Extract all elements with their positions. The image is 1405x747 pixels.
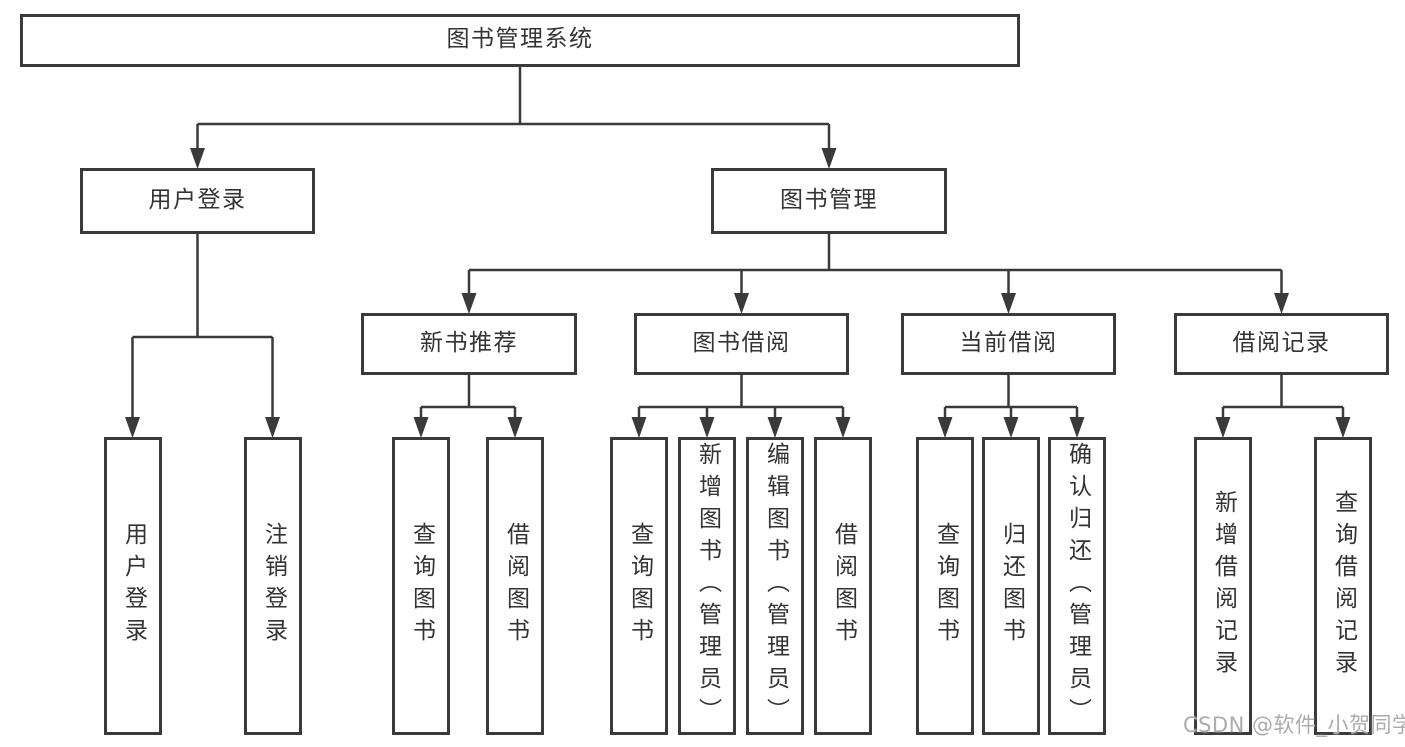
leaf-query-books-recommend: 查询图书 — [392, 437, 450, 735]
leaf-query-books-borrowing: 查询图书 — [610, 437, 668, 735]
node-book-management: 图书管理 — [711, 168, 947, 234]
node-current-borrowing: 当前借阅 — [901, 313, 1116, 375]
node-book-borrowing: 图书借阅 — [634, 313, 849, 375]
leaf-logout: 注销登录 — [244, 437, 302, 735]
node-root-system: 图书管理系统 — [20, 14, 1020, 67]
leaf-return-book: 归还图书 — [982, 437, 1040, 735]
csdn-watermark: CSDN @软件_小贺同学 — [1183, 713, 1405, 737]
node-user-login: 用户登录 — [80, 168, 315, 234]
node-new-book-recommend: 新书推荐 — [361, 313, 577, 375]
node-borrowing-records: 借阅记录 — [1174, 313, 1389, 375]
leaf-query-borrow-record: 查询借阅记录 — [1314, 437, 1372, 735]
leaf-user-login: 用户登录 — [104, 437, 162, 735]
leaf-borrow-books-recommend: 借阅图书 — [486, 437, 544, 735]
leaf-query-books-current: 查询图书 — [916, 437, 974, 735]
leaf-edit-book-admin: 编辑图书（管理员） — [746, 437, 804, 735]
leaf-add-book-admin: 新增图书（管理员） — [678, 437, 736, 735]
leaf-borrow-books-borrowing: 借阅图书 — [814, 437, 872, 735]
leaf-confirm-return-admin: 确认归还（管理员） — [1048, 437, 1106, 735]
leaf-add-borrow-record: 新增借阅记录 — [1194, 437, 1252, 735]
